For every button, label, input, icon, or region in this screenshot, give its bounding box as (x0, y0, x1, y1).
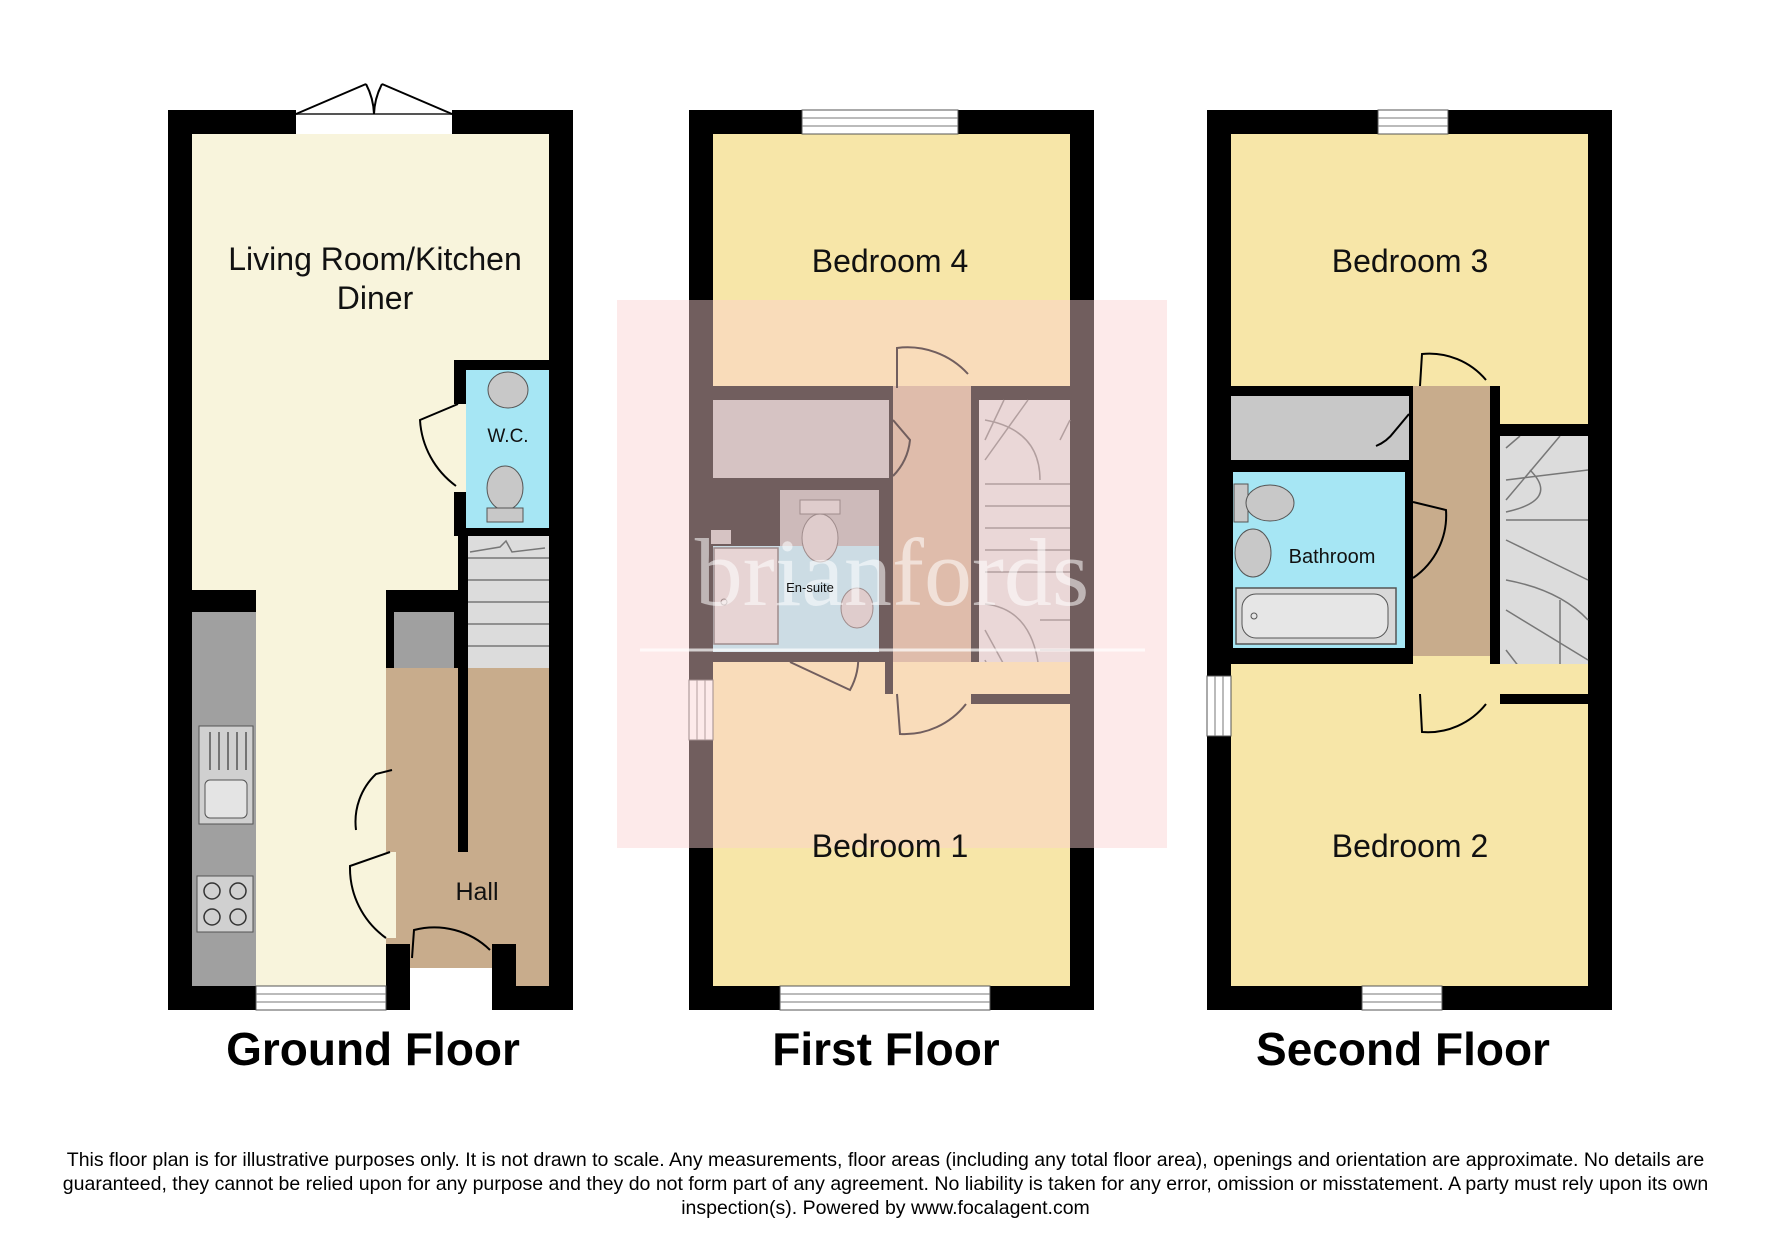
second-landing (1413, 386, 1490, 694)
bedroom4-label: Bedroom 4 (812, 243, 969, 279)
kitchen-wall-block (386, 590, 458, 612)
bathroom-door-swing (1412, 501, 1448, 579)
second-storage (1231, 396, 1409, 460)
wc-basin (487, 371, 529, 409)
bathroom-basin (1234, 528, 1272, 578)
stair-wall (458, 536, 468, 852)
bedroom1-label: Bedroom 1 (812, 828, 969, 864)
first-stair-treads (984, 399, 1071, 695)
bathroom-label: Bathroom (1289, 546, 1376, 568)
second-stair-wall (1490, 386, 1500, 694)
watermark-tint (617, 300, 1167, 848)
ground-floor-title: Ground Floor (226, 1023, 520, 1075)
ensuite-shower (713, 547, 779, 645)
first-stair-wall (971, 386, 979, 694)
first-wardrobe (713, 400, 889, 478)
kitchen-wall-stub (192, 590, 256, 612)
second-front-window (1361, 985, 1443, 1011)
bedroom2-top-left (1231, 648, 1413, 664)
disclaimer-text: This floor plan is for illustrative purp… (62, 1149, 1709, 1219)
wc-door-swing (418, 403, 459, 487)
kitchen-door-gap (386, 852, 396, 938)
second-rear-window (1377, 109, 1449, 135)
ensuite-door-swing (789, 651, 860, 692)
front-door-swing (411, 926, 491, 959)
wardrobe-door-swing (892, 419, 912, 477)
ground-floor-plan (168, 83, 573, 1011)
bedroom2-area (1231, 664, 1588, 986)
ensuite-basin (840, 587, 874, 629)
bedroom1-area (713, 662, 1070, 986)
bedroom2-label: Bedroom 2 (1332, 828, 1489, 864)
front-door-jamb-right (492, 944, 516, 1010)
hob (196, 875, 254, 933)
second-stair-top-wall (1500, 424, 1612, 436)
first-stairs (979, 400, 1070, 694)
kitchen-area (256, 590, 386, 986)
watermark-text: brianfords (695, 519, 1090, 626)
bedroom3-door-swing (1419, 352, 1487, 387)
bedroom3-side (1500, 134, 1588, 424)
living-room-label-line1: Living Room/Kitchen (228, 241, 521, 277)
wc-toilet-bowl (486, 465, 524, 511)
ensuite-small-fixture (711, 530, 731, 544)
first-floor-plan (688, 109, 1094, 1011)
hob-rings (203, 882, 247, 926)
living-room-label-line2: Diner (337, 280, 414, 316)
wc-label: W.C. (487, 426, 528, 447)
kitchen-door-swing (348, 851, 391, 939)
french-door-left-swing (295, 83, 375, 115)
first-side-window (688, 679, 714, 741)
sink-bowl (204, 779, 248, 819)
second-floor-plan (1206, 109, 1612, 1011)
bedroom1-door-swing (896, 693, 967, 736)
bathroom-bath-inner (1241, 593, 1389, 639)
watermark: brianfords (617, 300, 1167, 848)
first-floor-title: First Floor (772, 1023, 1000, 1075)
front-door-step (410, 944, 492, 968)
front-door-gap (410, 968, 492, 1010)
bedroom3-label: Bedroom 3 (1332, 243, 1489, 279)
ground-front-window (255, 985, 387, 1011)
bedroom1-landing-join (885, 662, 893, 694)
second-side-window (1206, 675, 1232, 737)
french-door-right-swing (373, 83, 453, 115)
landing-bedroom2-gap (1413, 656, 1490, 694)
drainer-grooves (209, 732, 247, 770)
wc-door-gap (454, 404, 466, 492)
front-door-jamb-left (386, 944, 410, 1010)
second-floor-title: Second Floor (1256, 1023, 1550, 1075)
second-stair-treads (1505, 435, 1589, 695)
ensuite-toilet (801, 513, 839, 563)
wc-toilet-cistern (486, 507, 524, 523)
bathroom-toilet (1245, 484, 1295, 522)
storage-door-swing (1375, 413, 1410, 447)
bedroom4-door-swing (896, 346, 969, 388)
bedroom1-top-wall (971, 694, 1070, 704)
bedroom2-door-swing (1419, 693, 1487, 734)
hall-label: Hall (455, 878, 498, 906)
first-landing (893, 386, 971, 694)
ground-stair-treads (466, 539, 549, 647)
first-rear-window (801, 109, 959, 135)
bedroom4-area (713, 134, 1070, 386)
cupboard-door-swing (354, 769, 393, 831)
first-front-window (779, 985, 991, 1011)
ensuite-label: En-suite (786, 580, 834, 595)
bedroom2-top-right (1500, 694, 1588, 704)
